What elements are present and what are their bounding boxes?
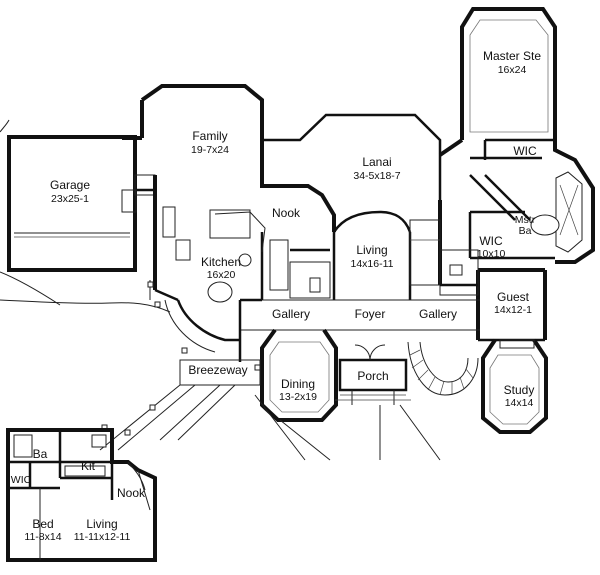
study-name: Study: [504, 383, 535, 397]
room-labels: Garage 23x25-1 Family 19-7x24 Lanai 34-5…: [11, 49, 542, 543]
ba-guest-name: Ba: [33, 447, 48, 461]
mstr-ba-size: Ba: [519, 225, 532, 237]
garage-size: 23x25-1: [51, 193, 89, 205]
gallery-right-name: Gallery: [419, 307, 457, 321]
driveway-lines: [0, 119, 171, 313]
wic2-size: 10x10: [477, 248, 506, 260]
wic2-name: WIC: [479, 234, 503, 248]
nook-name: Nook: [272, 206, 301, 220]
living-name: Living: [356, 243, 387, 257]
lanai-name: Lanai: [362, 155, 391, 169]
dining-name: Dining: [281, 377, 315, 391]
bed-guest-name: Bed: [32, 517, 53, 531]
dining-size: 13-2x19: [279, 391, 317, 403]
living-guest-name: Living: [86, 517, 117, 531]
breezeway-name: Breezeway: [188, 363, 247, 377]
kitchen-name: Kitchen: [201, 255, 241, 269]
kit-guest-name: Kit: [81, 459, 96, 473]
foyer-name: Foyer: [355, 307, 386, 321]
wic-guest-name: WIC: [11, 474, 32, 486]
nook-guest-name: Nook: [117, 486, 146, 500]
kitchen-size: 16x20: [207, 269, 236, 281]
master-ste-size: 16x24: [498, 64, 527, 76]
family-size: 19-7x24: [191, 144, 229, 156]
living-guest-size: 11-11x12-11: [74, 531, 131, 543]
garage-structure: [7, 135, 156, 272]
bed-guest-size: 11-8x14: [24, 531, 61, 543]
gallery-left-name: Gallery: [272, 307, 310, 321]
study-size: 14x14: [505, 397, 534, 409]
main-house-walls: [99, 7, 595, 461]
porch-name: Porch: [357, 369, 388, 383]
living-size: 14x16-11: [350, 258, 393, 270]
guest-size: 14x12-1: [494, 304, 532, 316]
master-ste-name: Master Ste: [483, 49, 541, 63]
lanai-size: 34-5x18-7: [353, 170, 400, 182]
family-name: Family: [192, 129, 227, 143]
guest-house-walls: [6, 428, 157, 562]
guest-name: Guest: [497, 290, 530, 304]
garage-name: Garage: [50, 178, 90, 192]
mstr-ba-name: Mstr: [515, 214, 536, 226]
wic-master-name: WIC: [513, 144, 537, 158]
